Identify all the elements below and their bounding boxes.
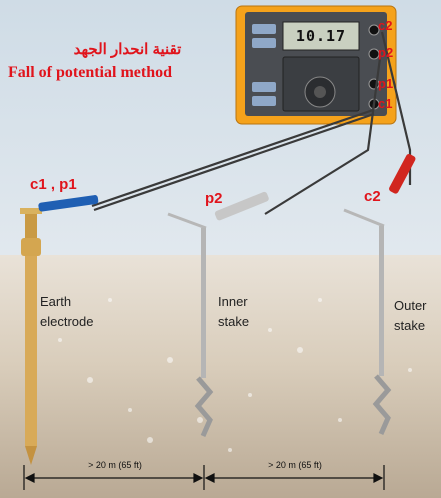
meter-reading: 10.17 [295, 27, 347, 45]
label-c2: c2 [364, 188, 381, 205]
title-arabic: تقنية انحدار الجهد [73, 41, 182, 58]
title-english: Fall of potential method [8, 64, 172, 81]
inner-label-line1: Inner [218, 294, 248, 309]
distance-markers [23, 465, 385, 490]
terminal-c2-label: c2 [378, 18, 393, 33]
outer-label-line2: stake [394, 318, 426, 333]
earth-label-line2: electrode [40, 314, 94, 329]
outer-label-line1: Outer [394, 298, 427, 313]
terminal-p1-label: p1 [378, 76, 394, 91]
earth-label-line1: Earth [40, 294, 72, 309]
terminal-c1-label: c1 [378, 96, 393, 111]
inner-label-line2: stake [218, 314, 250, 329]
label-c1-p1: c1 , p1 [30, 176, 77, 193]
earth-electrode-rod [20, 208, 42, 465]
inner-stake [167, 212, 214, 438]
red-plug [389, 153, 416, 194]
outer-stake-label: Outer stake [394, 296, 427, 336]
label-p2: p2 [205, 190, 223, 207]
earth-tester-meter [235, 5, 397, 125]
inner-stake-label: Inner stake [218, 292, 249, 332]
blue-plug [38, 195, 99, 212]
outer-stake [343, 208, 392, 436]
distance-label-2: > 20 m (65 ft) [268, 460, 322, 470]
ground-soil [0, 255, 441, 498]
test-cables [91, 31, 412, 215]
distance-label-1: > 20 m (65 ft) [88, 460, 142, 470]
soil-texture [58, 298, 412, 452]
earth-electrode-label: Earth electrode [40, 292, 93, 332]
terminal-p2-label: p2 [378, 45, 394, 60]
grey-plug [214, 191, 269, 221]
